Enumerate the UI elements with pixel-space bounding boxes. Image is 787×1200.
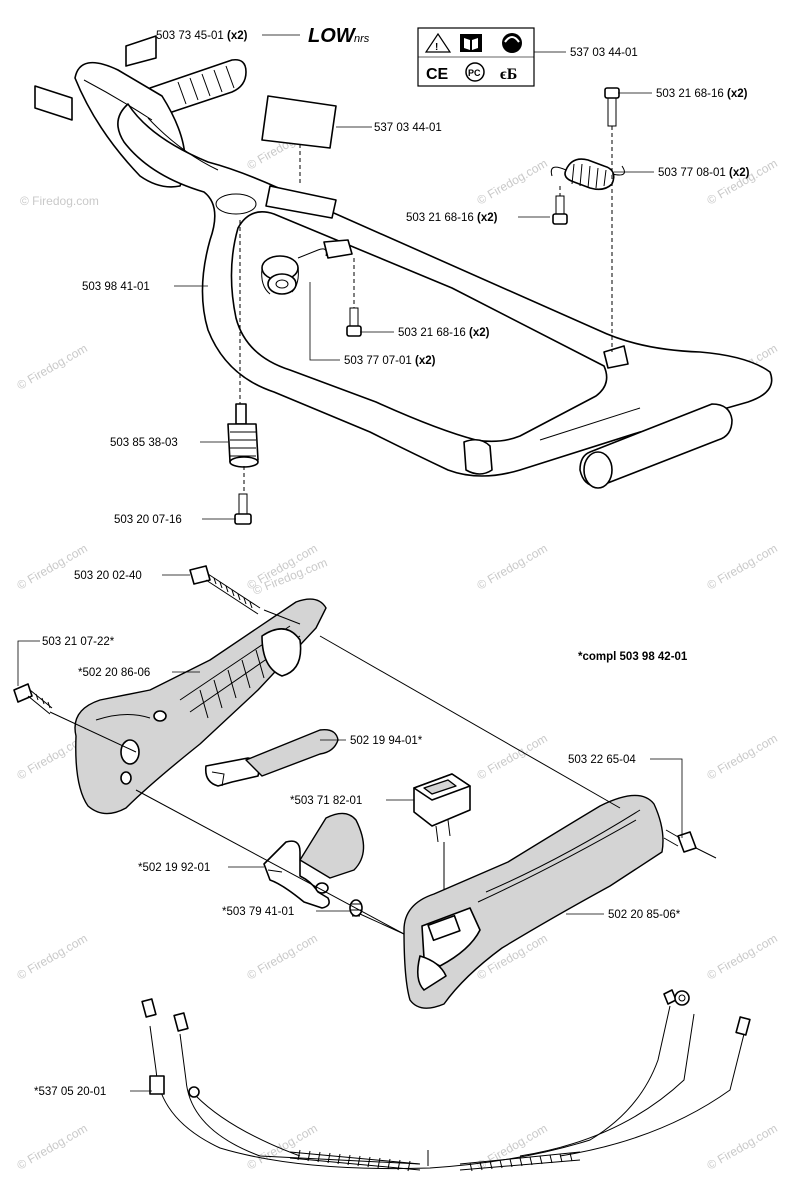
decal-left — [34, 85, 73, 121]
svg-text:© Firedog.com: © Firedog.com — [475, 731, 550, 783]
label-502-19-92-01: *502 19 92-01 — [138, 862, 210, 874]
spring-left — [261, 239, 353, 295]
label-537-03-44-01-b: 537 03 44-01 — [374, 122, 442, 134]
wire-sleeve — [149, 1075, 165, 1095]
label-503-21-07-22: 503 21 07-22* — [42, 636, 115, 648]
label-503-98-41-01: 503 98 41-01 — [82, 281, 150, 293]
label-537-05-20-01: *537 05 20-01 — [34, 1086, 106, 1098]
stop-switch — [413, 773, 471, 843]
lockout-lever — [204, 729, 339, 787]
throttle-trigger — [263, 812, 365, 909]
label-537-03-44-01-a: 537 03 44-01 — [570, 47, 638, 59]
svg-text:© Firedog.com: © Firedog.com — [20, 194, 99, 208]
svg-text:© Firedog.com: © Firedog.com — [705, 156, 780, 208]
handle-tube-inner — [230, 211, 608, 443]
svg-text:PC: PC — [468, 68, 481, 78]
part-labels: 503 73 45-01 (x2) 537 03 44-01 503 21 68… — [34, 30, 750, 1098]
pct-icon — [465, 62, 485, 82]
label-503-77-07-01: 503 77 07-01 (x2) — [344, 355, 436, 367]
small-screw — [13, 683, 53, 715]
damper — [227, 403, 259, 468]
label-503-20-02-40: 503 20 02-40 — [74, 570, 142, 582]
label-503-71-82-01: *503 71 82-01 — [290, 795, 362, 807]
wire-harness — [141, 989, 751, 1172]
svg-text:© Firedog.com: © Firedog.com — [705, 1121, 780, 1173]
decal-top — [125, 35, 157, 67]
label-503-85-38-03: 503 85 38-03 — [110, 437, 178, 449]
label-compl-503-98-42-01: *compl 503 98 42-01 — [578, 651, 688, 663]
label-502-20-86-06: *502 20 86-06 — [78, 667, 150, 679]
svg-text:nrs: nrs — [354, 33, 370, 45]
svg-text:© Firedog.com: © Firedog.com — [245, 931, 320, 983]
label-503-21-68-16-b: 503 21 68-16 (x2) — [406, 212, 498, 224]
svg-text:© Firedog.com: © Firedog.com — [705, 931, 780, 983]
symbol-decal: ! CE PC ϵБ — [417, 27, 535, 87]
decal-panel — [261, 95, 337, 149]
svg-text:!: ! — [435, 42, 438, 53]
leader-lines — [17, 34, 683, 1092]
spring-right — [550, 158, 625, 191]
long-bolt — [189, 565, 261, 615]
ear-protection-icon — [502, 33, 522, 53]
label-503-22-65-04: 503 22 65-04 — [568, 754, 636, 766]
label-503-20-07-16: 503 20 07-16 — [114, 514, 182, 526]
svg-text:© Firedog.com: © Firedog.com — [475, 1121, 550, 1173]
label-502-20-85-06: 502 20 85-06* — [608, 909, 681, 921]
clamp-clip — [603, 345, 629, 369]
svg-text:© Firedog.com: © Firedog.com — [705, 731, 780, 783]
handle-half-right — [403, 794, 664, 1009]
svg-text:© Firedog.com: © Firedog.com — [475, 156, 550, 208]
decal-frame — [265, 185, 337, 219]
svg-text:© Firedog.com: © Firedog.com — [15, 931, 90, 983]
screw-bottom — [234, 493, 252, 525]
svg-text:LOW: LOW — [308, 25, 357, 47]
label-503-21-68-16-a: 503 21 68-16 (x2) — [656, 88, 748, 100]
bar-tube — [579, 403, 733, 487]
label-502-19-94-01: 502 19 94-01* — [350, 735, 423, 747]
svg-text:© Firedog.com: © Firedog.com — [705, 541, 780, 593]
manual-icon — [460, 34, 482, 52]
clamp-boss — [463, 438, 493, 475]
rear-handle-assembly — [13, 565, 717, 1009]
handle-nut — [663, 829, 697, 853]
gost-icon: ϵБ — [500, 66, 517, 83]
label-503-79-41-01: *503 79 41-01 — [222, 906, 294, 918]
loop-handle-assembly — [34, 35, 773, 525]
svg-text:© Firedog.com: © Firedog.com — [15, 1121, 90, 1173]
screw-top-right — [604, 87, 620, 127]
screw-center — [346, 307, 362, 337]
warning-icon — [424, 32, 452, 53]
label-503-73-45-01: 503 73 45-01 (x2) — [156, 30, 248, 42]
screw-mid-right — [552, 195, 568, 225]
svg-text:© Firedog.com: © Firedog.com — [475, 541, 550, 593]
ce-mark: CE — [426, 66, 449, 83]
svg-text:© Firedog.com: © Firedog.com — [15, 341, 90, 393]
label-503-21-68-16-c: 503 21 68-16 (x2) — [398, 327, 490, 339]
svg-text:© Firedog.com: © Firedog.com — [15, 541, 90, 593]
low-noise-decal: LOW nrs — [308, 25, 370, 47]
label-503-77-08-01: 503 77 08-01 (x2) — [658, 167, 750, 179]
